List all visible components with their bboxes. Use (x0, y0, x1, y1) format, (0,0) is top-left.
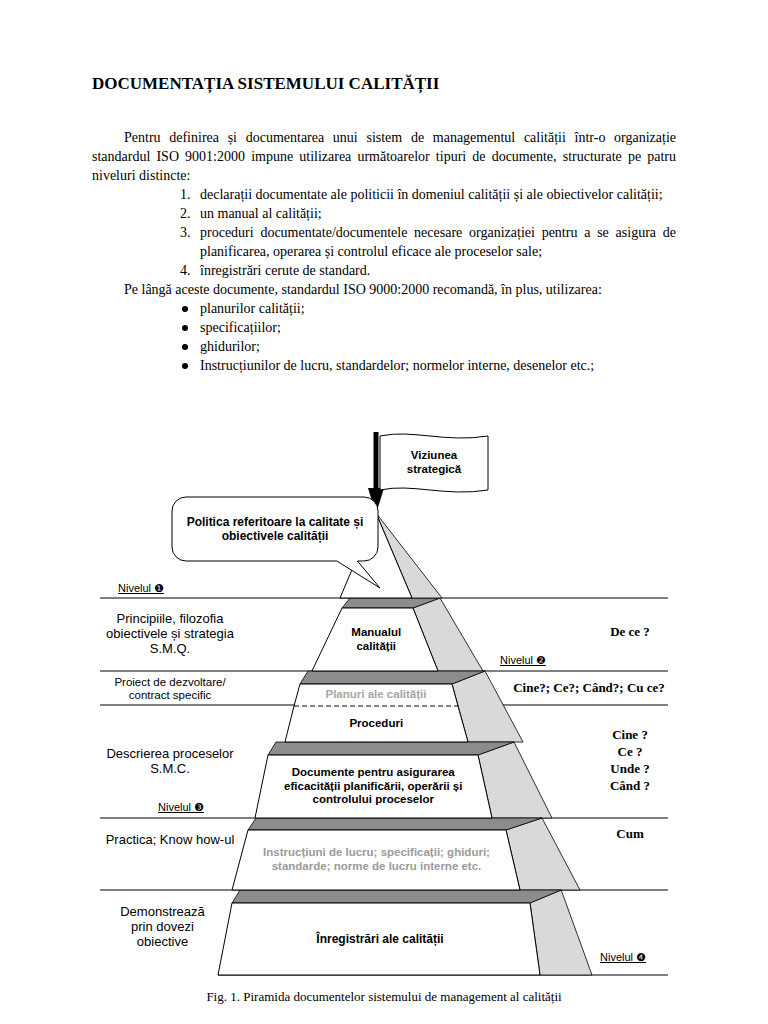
question-label: Cum (590, 825, 670, 842)
face-outline (312, 608, 438, 671)
node-text: Viziunea strategică (386, 449, 482, 477)
face-fill (312, 608, 438, 671)
face-fill (255, 755, 492, 818)
side-label: Proiect de dezvoltare/ contract specific (95, 676, 245, 702)
body-text: Pe lângă aceste documente, standardul IS… (92, 280, 676, 299)
bullet-dot (182, 325, 188, 331)
level-label: Nivelul ❹ (600, 950, 646, 964)
top-slab (232, 890, 561, 903)
level-label: Nivelul ❸ (158, 800, 204, 814)
node-text: Înregistrări ale calității (238, 932, 522, 946)
face-outline (294, 684, 458, 706)
flag-shape (380, 434, 488, 492)
top-slab (342, 598, 440, 608)
policy-callout: Politica referitoare la calitate și obie… (172, 497, 378, 561)
bullet-dot (182, 344, 188, 350)
node-label: Viziunea strategică (386, 449, 482, 477)
question-label: Ce ? (590, 743, 670, 760)
vision-flag: Viziunea strategică (380, 436, 488, 490)
document-level: Planuri ale calității (294, 684, 458, 706)
list-number: 4. (180, 261, 191, 280)
node-text: Manualul calității (348, 626, 405, 654)
bullet-dot (182, 363, 188, 369)
question-label: Cine ? (590, 726, 670, 743)
node-label: Politica referitoare la calitate și obie… (183, 515, 367, 544)
bullet-dot (182, 306, 188, 312)
node-text: Planuri ale calității (307, 688, 445, 702)
node-text: Instrucțiuni de lucru; specificații; ghi… (255, 846, 499, 874)
node-label: Manualul calității (348, 626, 405, 654)
face-fill (285, 706, 468, 742)
face-fill (294, 684, 458, 706)
node-label: Documente pentru asigurarea eficacității… (275, 766, 471, 807)
document-level: Înregistrări ale calității (218, 903, 540, 975)
figure-caption: Fig. 1. Piramida documentelor sistemului… (0, 988, 768, 1005)
question-label: Când ? (590, 777, 670, 794)
list-item: înregistrări cerute de standard. (200, 261, 676, 280)
callout-bubble (172, 497, 380, 588)
top-slab (300, 671, 485, 684)
bullet-item: specificațiilor; (200, 318, 676, 337)
face-fill (218, 903, 540, 975)
document-level: Manualul calității (312, 608, 438, 671)
list-number: 2. (180, 204, 191, 223)
document-level: Documente pentru asigurarea eficacității… (255, 755, 492, 818)
node-text: Proceduri (301, 717, 451, 731)
question-label: De ce ? (590, 623, 670, 640)
bullet-item: planurilor calității; (200, 299, 676, 318)
node-label: Proceduri (301, 717, 451, 731)
face-outline (255, 755, 492, 818)
bullet-item: Instrucțiunilor de lucru, standardelor; … (200, 356, 676, 375)
face-fill (232, 830, 520, 890)
side-label: Descrierea proceselor S.M.C. (95, 746, 245, 776)
question-label: Unde ? (590, 760, 670, 777)
body-text: Pentru definirea și documentarea unui si… (92, 128, 676, 185)
top-slab (248, 818, 542, 830)
node-label: Planuri ale calității (307, 688, 445, 702)
level-label: Nivelul ❷ (500, 653, 546, 667)
page-title: DOCUMENTAȚIA SISTEMULUI CALITĂȚII (92, 73, 439, 95)
node-label: Înregistrări ale calității (238, 932, 522, 946)
list-item: un manual al calității; (200, 204, 676, 223)
bullet-item: ghidurilor; (200, 337, 676, 356)
face-outline (285, 706, 468, 742)
question-label: Cine?; Ce?; Când?; Cu ce? (503, 679, 675, 696)
side-label: Practica; Know how-ul (95, 832, 245, 847)
dashed-divider (294, 706, 458, 707)
level-label: Nivelul ❶ (118, 581, 164, 595)
list-number: 3. (180, 223, 191, 242)
list-number: 1. (180, 185, 191, 204)
document-level: Instrucțiuni de lucru; specificații; ghi… (232, 830, 520, 890)
side-label: Principiile, filozofia obiectivele și st… (95, 611, 245, 656)
face-outline (232, 830, 520, 890)
document-level: Proceduri (285, 706, 468, 742)
list-item: proceduri documentate/documentele necesa… (200, 223, 676, 261)
flag-pole (374, 432, 379, 492)
list-item: declarații documentate ale politicii în … (200, 185, 676, 204)
top-slab (268, 742, 514, 755)
side-label: Demonstrează prin dovezi obiective (110, 904, 215, 949)
node-text: Documente pentru asigurarea eficacității… (275, 766, 471, 807)
face-outline (218, 903, 540, 975)
node-label: Instrucțiuni de lucru; specificații; ghi… (255, 846, 499, 874)
node-text: Politica referitoare la calitate și obie… (183, 515, 367, 544)
side-face (530, 890, 592, 975)
